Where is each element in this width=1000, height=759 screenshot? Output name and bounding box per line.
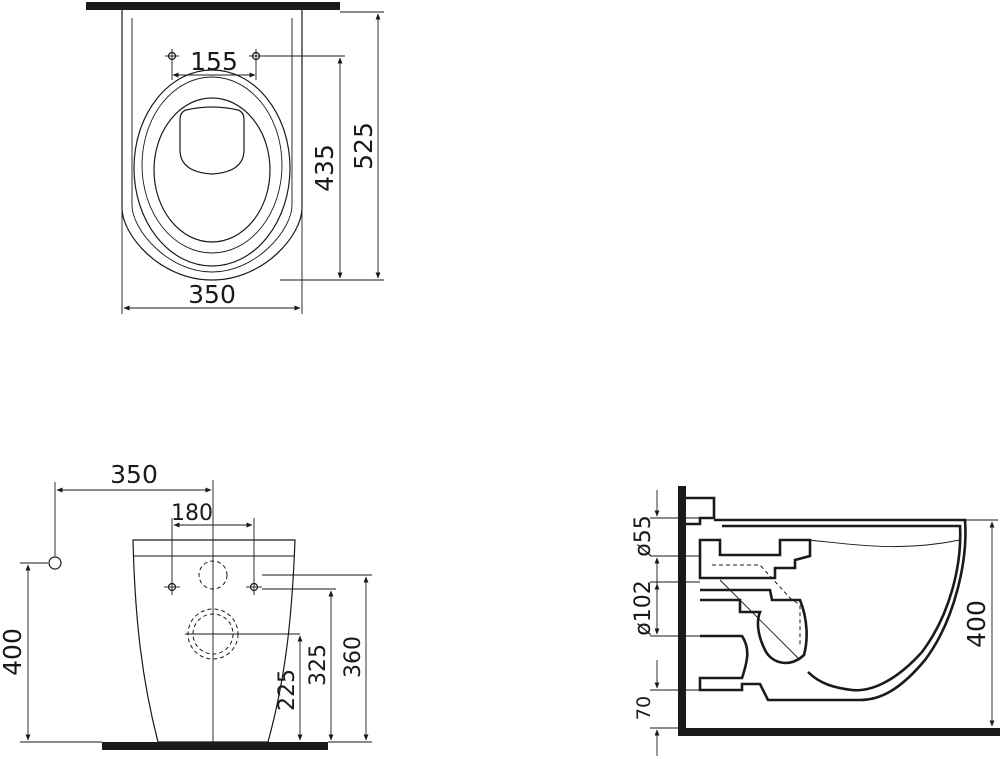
side-view-bowl-surface (719, 579, 801, 661)
top-view-bowl-inner-outline (131, 18, 293, 273)
top-dim-525-label: 525 (349, 122, 378, 170)
top-view-wall (86, 2, 340, 10)
front-fixing-hole-left-icon (164, 579, 180, 595)
front-view-inlet-dashed (198, 560, 228, 590)
front-dim-350: 350 (54, 460, 212, 556)
side-view-siphon-dashed (712, 564, 801, 645)
front-dim-325: 325 (262, 588, 336, 741)
side-dim-400-label: 400 (962, 600, 991, 648)
side-view-floor (678, 728, 1000, 736)
front-dim-360: 360 (262, 574, 372, 743)
side-dim-ø102-label: ø102 (631, 580, 656, 635)
side-view-trapway (700, 588, 808, 665)
front-dim-325-label: 325 (306, 644, 331, 686)
fixing-hole-right-icon (249, 49, 263, 63)
side-view: ø55 ø102 70 400 (631, 486, 1000, 756)
top-view-seat-middle (141, 76, 283, 254)
front-view: 350 180 400 225 325 360 (0, 460, 372, 750)
front-dim-350-label: 350 (110, 460, 158, 489)
front-dim-400: 400 (0, 562, 102, 743)
side-view-bowl-outer (698, 518, 967, 702)
front-dim-180-label: 180 (171, 501, 213, 526)
fixing-hole-left-icon (165, 49, 179, 63)
front-dim-225: 225 (275, 635, 303, 741)
side-view-bowl-inner (722, 524, 962, 692)
side-view-inlet-pipe (698, 538, 812, 580)
side-dim-70-label: 70 (633, 696, 655, 720)
top-dim-155-label: 155 (190, 47, 238, 76)
top-dim-350: 350 (121, 210, 303, 314)
front-dim-180: 180 (171, 501, 255, 580)
top-view-bowl-outline (121, 10, 303, 281)
side-dim-ø55-label: ø55 (631, 515, 656, 556)
front-view-floor (102, 742, 328, 750)
side-view-inlet-bracket (686, 496, 716, 526)
side-dim-ø102: ø102 (631, 580, 700, 637)
front-fixing-hole-right-icon (246, 579, 262, 595)
front-dim-400-label: 400 (0, 628, 27, 676)
side-view-rim-line (807, 539, 961, 548)
top-dim-350-label: 350 (188, 280, 236, 309)
front-reference-point-icon (48, 556, 62, 570)
top-dim-435: 435 (263, 55, 345, 281)
top-dim-435-label: 435 (310, 144, 339, 192)
top-dim-525: 525 (340, 11, 384, 281)
side-dim-70: 70 (633, 660, 700, 756)
side-dim-400: 400 (962, 519, 998, 727)
top-view: 155 435 525 350 (86, 2, 384, 314)
side-dim-ø55: ø55 (631, 490, 700, 584)
top-view-lid-opening (179, 106, 245, 175)
side-view-wall (678, 486, 686, 736)
top-view-seat-inner (153, 97, 271, 243)
top-view-seat-outer (133, 69, 291, 267)
top-dim-155: 155 (171, 47, 257, 80)
front-dim-225-label: 225 (275, 669, 300, 711)
front-view-bowl-outline (132, 539, 296, 743)
front-dim-360-label: 360 (341, 636, 366, 678)
